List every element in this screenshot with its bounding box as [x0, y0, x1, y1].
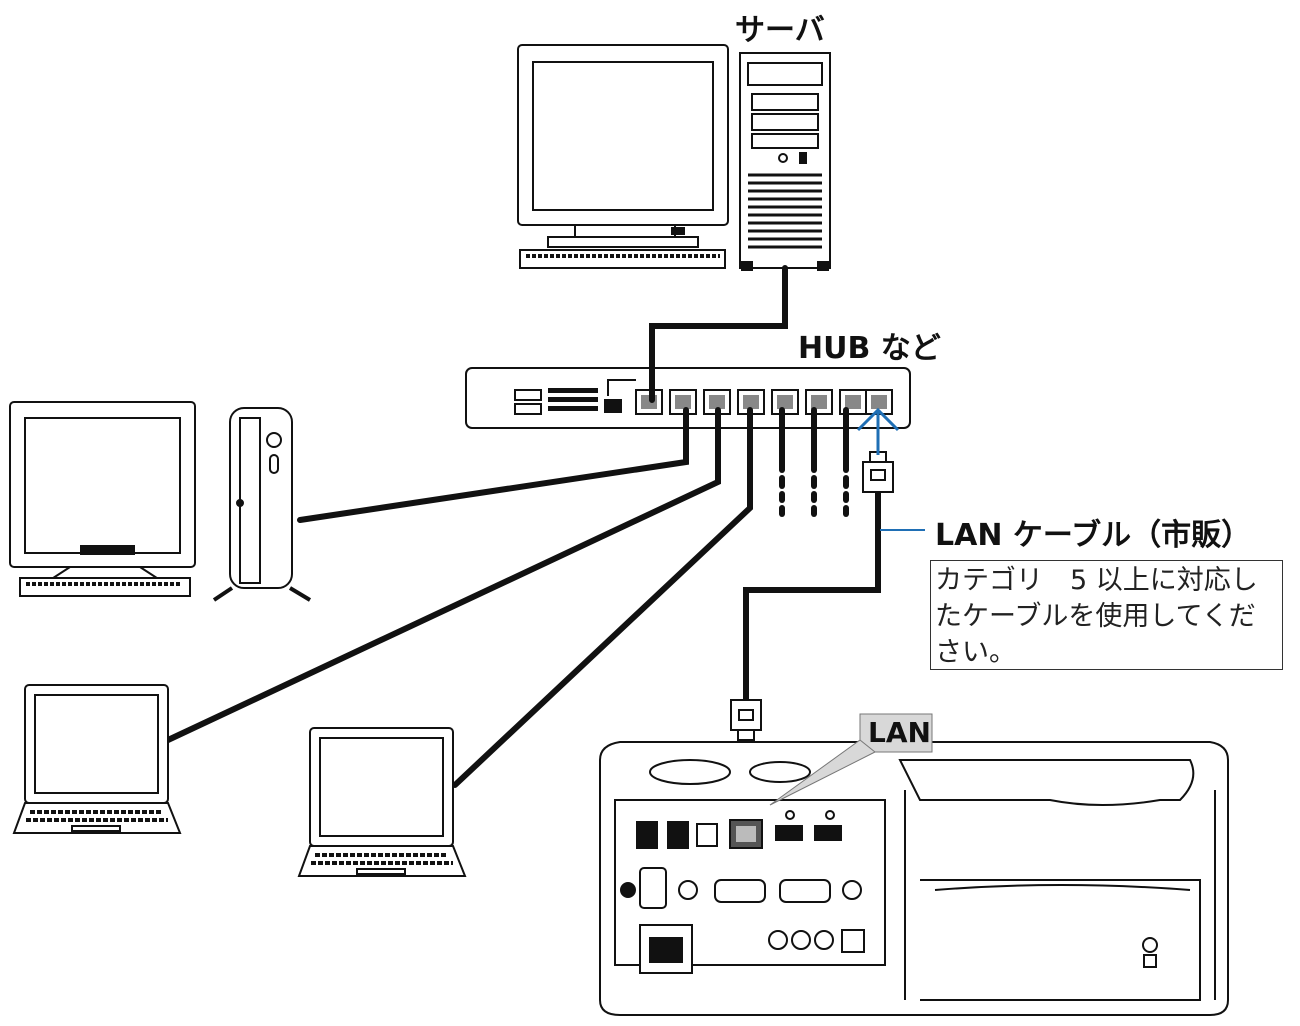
cable-projector — [743, 489, 881, 703]
lan-port-label: LAN — [868, 716, 931, 749]
lan-plug-top — [862, 451, 894, 493]
arrow-up-icon — [856, 407, 900, 455]
cable-laptop-2 — [452, 407, 753, 788]
projector — [599, 741, 1229, 1016]
cable-note-box: カテゴリ 5 以上に対応したケーブルを使用してください。 — [930, 560, 1283, 670]
cable-server — [649, 265, 788, 403]
hub-label: HUB など — [798, 331, 941, 366]
lan-callout — [769, 713, 933, 806]
server-label: サーバ — [735, 13, 825, 48]
laptop-1 — [12, 684, 182, 834]
laptop-2 — [297, 727, 467, 877]
cables — [165, 265, 881, 788]
desktop-tower — [212, 407, 312, 602]
lan-cable-label: LAN ケーブル（市販） — [935, 518, 1252, 553]
desktop-monitor — [9, 401, 196, 597]
cable-note-text: カテゴリ 5 以上に対応したケーブルを使用してください。 — [935, 565, 1258, 668]
cable-laptop-1 — [165, 407, 721, 743]
cable-desktop — [297, 407, 689, 523]
hub-device — [465, 367, 911, 429]
lan-plug-bottom — [730, 699, 762, 741]
server-tower — [739, 52, 831, 271]
server-monitor — [517, 44, 729, 269]
